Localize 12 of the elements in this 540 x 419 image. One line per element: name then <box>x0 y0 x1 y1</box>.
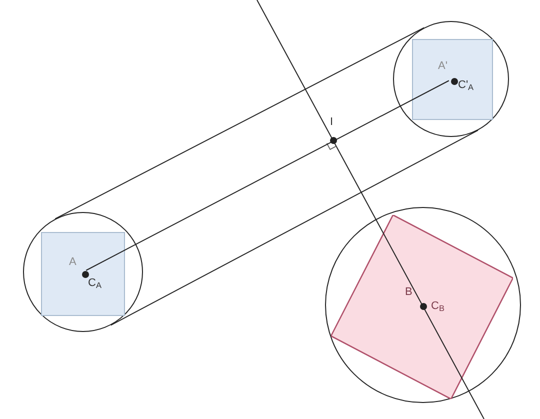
point-label: B <box>405 287 412 298</box>
tangent-line <box>54 27 425 220</box>
point-label: I <box>330 117 334 128</box>
point-label: A' <box>438 61 448 72</box>
point-label: C$_{A}$ <box>88 278 102 289</box>
segment-line <box>86 80 450 271</box>
point-label: C$_{B}$ <box>431 301 444 312</box>
square <box>412 39 493 120</box>
point-label: A <box>69 257 76 268</box>
square <box>41 232 125 316</box>
point-label: C'$_{A}$ <box>458 80 474 91</box>
tangent-line <box>110 130 478 326</box>
